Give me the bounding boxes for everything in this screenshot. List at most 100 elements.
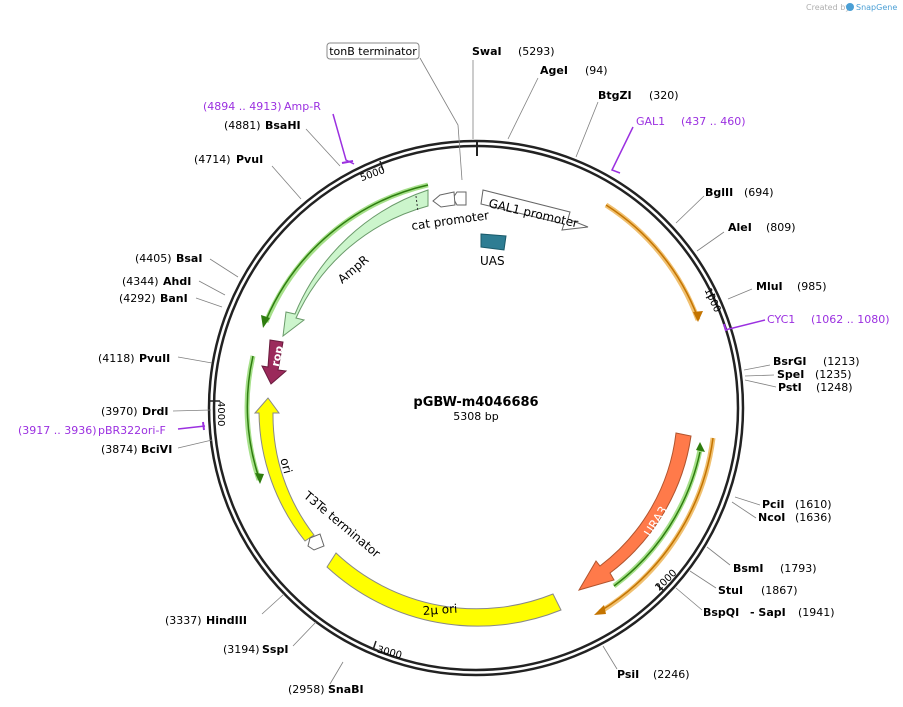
- tick-2000: [655, 583, 664, 591]
- site-bspqi-name[interactable]: BspQI: [703, 606, 739, 619]
- primer-mark-cyc1: [723, 323, 727, 332]
- site-ahdi-name[interactable]: AhdI: [163, 275, 191, 288]
- orf-arc-left: [265, 184, 429, 321]
- orf-arc-right-arrowhead: [696, 442, 705, 452]
- ura3-feature[interactable]: [577, 432, 692, 591]
- gal1-promoter-arrow[interactable]: [480, 189, 589, 231]
- primer-gal1-range: (437 .. 460): [681, 115, 746, 128]
- site-sapi-name[interactable]: - SapI: [750, 606, 786, 619]
- primer-ampr-range: (4894 .. 4913): [203, 100, 282, 113]
- leader-ahdi: [198, 280, 226, 296]
- site-mlui-name[interactable]: MluI: [756, 280, 783, 293]
- site-bsmi-name[interactable]: BsmI: [733, 562, 764, 575]
- tonb-terminator-label: tonB terminator: [329, 45, 417, 58]
- primer-gal1-name[interactable]: GAL1: [636, 115, 665, 128]
- site-hindiii-name[interactable]: HindIII: [206, 614, 247, 627]
- leader-drdi: [172, 409, 212, 412]
- leader-alei: [696, 231, 725, 252]
- orf-arc-right2: [601, 437, 714, 611]
- site-agei-name[interactable]: AgeI: [540, 64, 568, 77]
- site-pcii-pos: (1610): [795, 498, 832, 511]
- leader-pvui: [271, 165, 302, 200]
- site-agei-pos: (94): [585, 64, 608, 77]
- primer-pbr322-name[interactable]: pBR322ori-F: [98, 424, 166, 437]
- uas-feature[interactable]: [480, 233, 507, 251]
- site-ncoi-name[interactable]: NcoI: [758, 511, 785, 524]
- site-bcivi-name[interactable]: BciVI: [141, 443, 172, 456]
- leader-tonb: [419, 57, 463, 181]
- ampr-feature[interactable]: [282, 189, 429, 338]
- site-bsahi-name[interactable]: BsaHI: [265, 119, 301, 132]
- site-pvui-pos: (4714): [194, 153, 231, 166]
- site-psti-pos: (1248): [816, 381, 853, 394]
- site-ahdi-pos: (4344): [122, 275, 159, 288]
- site-snabi-name[interactable]: SnaBI: [328, 683, 364, 696]
- site-bsai-name[interactable]: BsaI: [176, 252, 202, 265]
- site-pcii-name[interactable]: PciI: [762, 498, 784, 511]
- site-hindiii-pos: (3337): [165, 614, 202, 627]
- site-alei-pos: (809): [766, 221, 796, 234]
- site-bglii-pos: (694): [744, 186, 774, 199]
- site-sspi-name[interactable]: SspI: [262, 643, 288, 656]
- orf-arc-top-right-bg: [604, 202, 701, 321]
- orf-arc-left2-arrowhead: [255, 473, 264, 484]
- rop-feature[interactable]: [261, 339, 288, 385]
- primer-line-ampr: [332, 113, 355, 165]
- leader-bsahi: [305, 128, 341, 167]
- site-pvuii-name[interactable]: PvuII: [139, 352, 170, 365]
- leader-pcii: [734, 496, 761, 506]
- primer-mark-pbr322: [202, 421, 205, 431]
- orf-arc-right2-arrowhead: [594, 605, 606, 615]
- site-swai-name[interactable]: SwaI: [472, 45, 502, 58]
- plasmid-name: pGBW-m4046686: [413, 395, 538, 410]
- leader-mlui: [727, 288, 753, 300]
- leader-snabi: [329, 661, 344, 685]
- uas-label: UAS: [480, 254, 505, 268]
- site-pvuii-pos: (4118): [98, 352, 135, 365]
- leader-psti: [744, 379, 777, 388]
- site-psti-name[interactable]: PstI: [778, 381, 802, 394]
- orf-arc-left-arrowhead: [261, 315, 270, 328]
- ori-label: ori: [277, 456, 295, 475]
- site-bcivi-pos: (3874): [101, 443, 138, 456]
- watermark-brand: SnapGene: [856, 3, 897, 12]
- site-bani-name[interactable]: BanI: [160, 292, 188, 305]
- site-psii-name[interactable]: PsiI: [617, 668, 639, 681]
- site-stui-name[interactable]: StuI: [718, 584, 743, 597]
- site-bglii-name[interactable]: BglII: [705, 186, 733, 199]
- tonb-terminator-box[interactable]: [326, 42, 420, 60]
- tick-label-3000: 3000: [376, 644, 403, 661]
- two-mu-ori-label: 2μ ori: [422, 602, 458, 618]
- site-btgzi-name[interactable]: BtgZI: [598, 89, 632, 102]
- orf-arc-top-right: [605, 204, 699, 319]
- leader-spei: [744, 374, 775, 377]
- leader-bcivi: [177, 439, 213, 449]
- leader-agei: [507, 77, 539, 140]
- site-alei-name[interactable]: AleI: [728, 221, 752, 234]
- site-ncoi-pos: (1636): [795, 511, 832, 524]
- primer-line-gal1: [610, 126, 634, 174]
- leader-stui: [689, 570, 717, 589]
- primer-ampr-name[interactable]: Amp-R: [284, 100, 321, 113]
- t3te-terminator-arrow[interactable]: [307, 533, 325, 551]
- leader-bsrgi: [743, 364, 771, 371]
- site-drdi-name[interactable]: DrdI: [142, 405, 169, 418]
- primer-cyc1-name[interactable]: CYC1: [767, 313, 795, 326]
- site-bsrgi-name[interactable]: BsrGI: [773, 355, 806, 368]
- site-swai-pos: (5293): [518, 45, 555, 58]
- site-bspqi-pos: (1941): [798, 606, 835, 619]
- site-spei-name[interactable]: SpeI: [777, 368, 804, 381]
- site-btgzi-pos: (320): [649, 89, 679, 102]
- backbone-outer: [207, 139, 745, 677]
- two-mu-ori-feature[interactable]: [326, 552, 562, 627]
- leader-btgzi: [575, 101, 599, 158]
- site-pvui-name[interactable]: PvuI: [236, 153, 263, 166]
- cat-promoter-arrow-2[interactable]: [432, 191, 456, 208]
- leader-sspi: [292, 621, 317, 647]
- leader-bsai: [209, 258, 239, 278]
- site-sspi-pos: (3194): [223, 643, 260, 656]
- plasmid-length: 5308 bp: [453, 410, 498, 423]
- cat-promoter-label: cat promoter: [410, 208, 489, 233]
- orf-arc-top-right-arrowhead: [693, 311, 703, 322]
